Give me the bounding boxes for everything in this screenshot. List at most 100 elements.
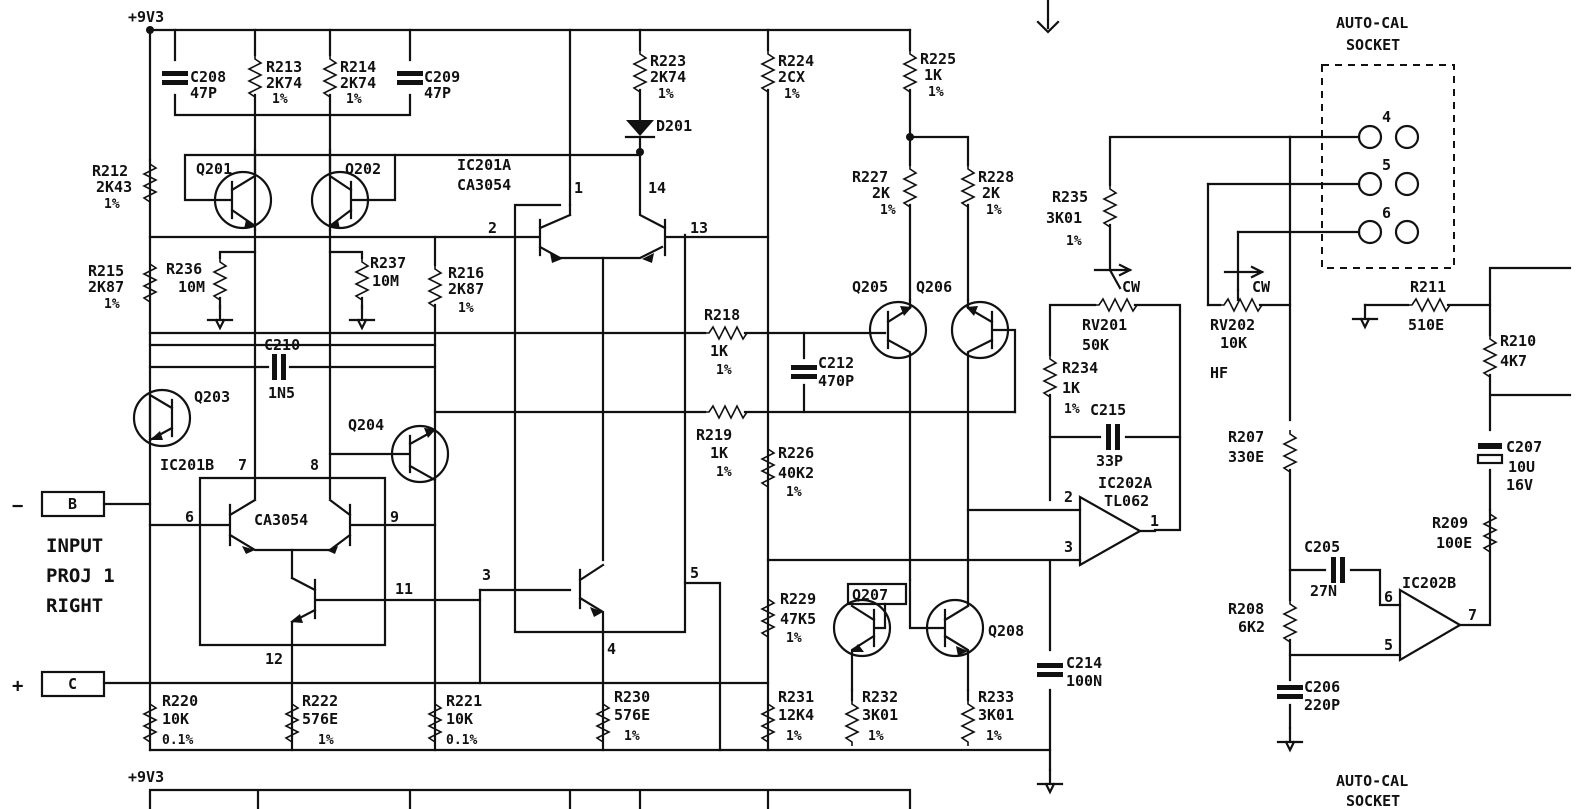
R237-val: 10M [372, 272, 399, 290]
R222-tol: 1% [318, 733, 334, 748]
R221-ref: R221 [446, 692, 482, 710]
IC201-bottom-transistor: 3 5 4 [478, 563, 722, 752]
socket-pin-5-a[interactable] [1357, 171, 1383, 197]
C209-ref: C209 [424, 68, 460, 86]
ground-icon [348, 304, 376, 330]
C207-plate [1478, 443, 1502, 449]
R224-tol: 1% [784, 87, 800, 102]
R234-ref: R234 [1062, 359, 1098, 377]
C210-symbol [272, 354, 286, 380]
R229-tol: 1% [786, 631, 802, 646]
R228-val: 2K [982, 184, 1000, 202]
Q203-ref: Q203 [194, 388, 230, 406]
R208-ref: R208 [1228, 600, 1264, 618]
pin-13: 13 [690, 219, 708, 237]
R215-val: 2K87 [88, 278, 124, 296]
op-pin-1: 1 [1150, 512, 1159, 530]
C209-symbol [397, 71, 423, 85]
RV201-val: 50K [1082, 336, 1109, 354]
socket-pin-6-a[interactable] [1357, 219, 1383, 245]
IC201B-ref: IC201B [160, 456, 214, 474]
R218-ref: R218 [704, 306, 740, 324]
R212-ref: R212 [92, 162, 128, 180]
R231-tol: 1% [786, 729, 802, 744]
R235-tol: 1% [1066, 234, 1082, 249]
R232-tol: 1% [868, 729, 884, 744]
R227-val: 2K [872, 184, 890, 202]
socket-pin-5-b[interactable] [1394, 171, 1420, 197]
ground-icon [206, 304, 234, 330]
RV201-trimmer[interactable]: CW RV201 50K [1048, 263, 1182, 532]
socket-pin-4-label: 4 [1382, 108, 1391, 126]
socket-pin-4-a[interactable] [1357, 124, 1383, 150]
input-label-3: RIGHT [46, 595, 103, 617]
socket-title-2: SOCKET [1346, 36, 1400, 54]
R224-ref: R224 [778, 52, 814, 70]
bottom-socket-title-2: SOCKET [1346, 792, 1400, 809]
RV202-ref: RV202 [1210, 316, 1255, 334]
R222-val: 576E [302, 710, 338, 728]
ground-icon [1351, 303, 1379, 329]
C207-val: 10U [1508, 458, 1535, 476]
R219-ref: R219 [696, 426, 732, 444]
R230-ref: R230 [614, 688, 650, 706]
C214-symbol [1037, 663, 1063, 677]
C206-val: 220P [1304, 696, 1340, 714]
C207-ref: C207 [1506, 438, 1542, 456]
Q208-transistor: Q208 [908, 578, 1024, 692]
C205-ref: C205 [1304, 538, 1340, 556]
socket-title: AUTO-CAL [1336, 14, 1408, 32]
R209-ref: R209 [1432, 514, 1468, 532]
C210-val: 1N5 [268, 384, 295, 402]
Q203-transistor: Q203 [132, 388, 230, 448]
op-pin-2: 2 [1064, 488, 1073, 506]
input-pin-C-label: C [68, 675, 77, 693]
R232-symbol [845, 699, 859, 747]
R229-val: 47K5 [780, 610, 816, 628]
Q204-transistor: Q204 [328, 416, 450, 484]
socket-pin-4-b[interactable] [1394, 124, 1420, 150]
R211-val: 510E [1408, 316, 1444, 334]
C212-val: 470P [818, 372, 854, 390]
minus-sign: − [12, 495, 23, 517]
R224-val: 2CX [778, 68, 805, 86]
RV202-cw: CW [1252, 278, 1271, 296]
R216-ref: R216 [448, 264, 484, 282]
supply-label-top: +9V3 [128, 8, 164, 26]
R207-ref: R207 [1228, 428, 1264, 446]
op-pin-3: 3 [1064, 538, 1073, 556]
C206-symbol [1277, 685, 1303, 699]
C215-ref: C215 [1090, 401, 1126, 419]
R213-ref: R213 [266, 58, 302, 76]
R237-ref: R237 [370, 254, 406, 272]
R226-ref: R226 [778, 444, 814, 462]
RV202-trimmer[interactable]: CW RV202 10K HF [1206, 265, 1292, 382]
socket-pin-6-b[interactable] [1394, 219, 1420, 245]
IC201A-ref: IC201A [457, 156, 511, 174]
pin-4: 4 [607, 640, 616, 658]
RV202-note: HF [1210, 364, 1228, 382]
R227-tol: 1% [880, 203, 896, 218]
R212-val: 2K43 [96, 178, 132, 196]
R220-val: 10K [162, 710, 189, 728]
Q207-transistor: Q207 [832, 582, 908, 692]
IC201A-pair: 1 14 2 13 [148, 153, 770, 634]
top-bias-network: C208 47P R213 2K74 1% R214 2K74 1% C209 … [162, 28, 970, 752]
pin-11: 11 [395, 580, 413, 598]
R209-val: 100E [1436, 534, 1472, 552]
C208-val: 47P [190, 84, 217, 102]
autocal-socket[interactable]: AUTO-CAL SOCKET 4 5 6 [1206, 14, 1455, 422]
pin-8: 8 [310, 456, 319, 474]
R223-val: 2K74 [650, 68, 686, 86]
pin-5: 5 [690, 564, 699, 582]
R207-val: 330E [1228, 448, 1264, 466]
R230-val: 576E [614, 706, 650, 724]
RV201-cw: CW [1122, 278, 1141, 296]
IC202A-ref: IC202A [1098, 474, 1152, 492]
R221-tol: 0.1% [446, 733, 477, 748]
R233-tol: 1% [986, 729, 1002, 744]
C214-val: 100N [1066, 672, 1102, 690]
C208-ref: C208 [190, 68, 226, 86]
R226-tol: 1% [786, 485, 802, 500]
